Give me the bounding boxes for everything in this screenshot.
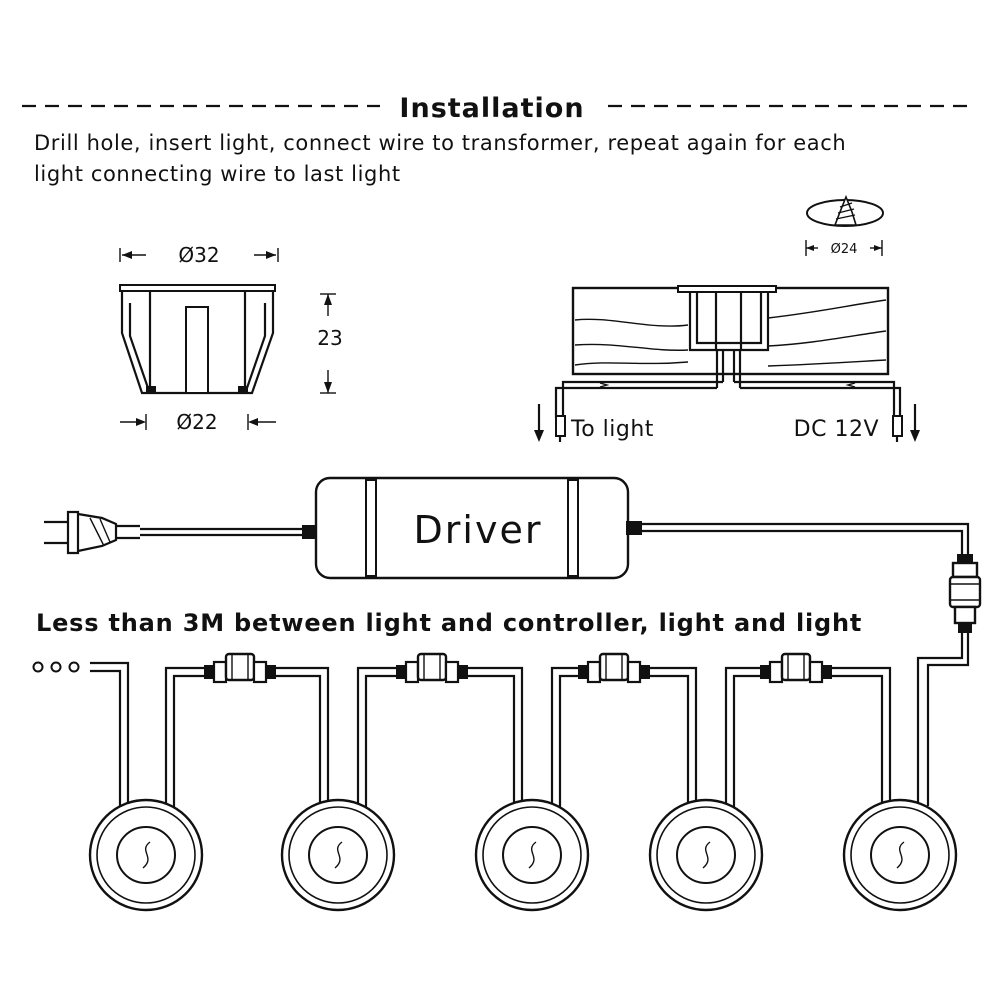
power-plug-icon [44,510,140,555]
light-lens [676,826,736,884]
connector-end [822,665,832,679]
harness-wire [732,674,762,808]
instruction-line-1: Drill hole, insert light, connect wire t… [34,131,846,155]
distance-note: Less than 3M between light and controlle… [36,609,862,637]
continuation-dot [68,661,80,673]
light-glyph-icon [142,841,151,869]
light-lens [308,826,368,884]
harness-wire [830,674,884,808]
waterproof-connector-icon [598,652,630,682]
harness-wire [648,674,690,808]
harness-wire [172,674,206,808]
connector-collar [808,660,824,684]
connector-collar [444,660,460,684]
continuation-dot [50,661,62,673]
light-lens [502,826,562,884]
feed-wire [916,633,964,806]
mounting-surface [571,286,890,376]
harness-wire [724,666,762,808]
light-chain [32,633,970,912]
light-dimension-drawing: Ø32 23 [119,243,343,434]
page-title: Installation [399,93,584,124]
waterproof-connector-icon [416,652,448,682]
top-diameter-label: Ø32 [178,243,219,267]
waterproof-connector-icon [780,652,812,682]
continuation-dot [32,661,44,673]
connector-end [578,665,588,679]
driver-assembly: Driver [44,476,982,633]
harness-wire [466,674,516,808]
height-label: 23 [317,326,342,350]
header: Installation Drill hole, insert light, c… [22,93,975,186]
harness-wire [274,674,322,808]
connector-collar [252,660,268,684]
connector-end [458,665,468,679]
top-diameter-dimension: Ø32 [119,243,279,267]
dc-voltage-label: DC 12V [794,417,879,442]
harness-wire [830,666,892,808]
light-glyph-icon [528,841,537,869]
harness-wire [648,666,698,808]
bottom-diameter-label: Ø22 [176,410,217,434]
connector-end [266,665,276,679]
right-connector-plug [892,415,903,437]
drill-hole-detail: Ø24 [805,194,884,257]
harness-wire [164,666,206,808]
light-body-profile [119,284,276,395]
connector-collar [404,660,420,684]
lead-wire [90,661,130,808]
light-lens [870,826,930,884]
arrow-down-icon [534,430,544,442]
harness-wire [364,674,398,808]
main-waterproof-connector [948,554,982,633]
arrow-down-icon [910,430,920,442]
bottom-diameter-dimension: Ø22 [120,410,276,434]
left-connector-plug [555,415,566,437]
connector-end [640,665,650,679]
driver-label: Driver [414,508,543,552]
connector-collar [212,660,228,684]
hole-diameter-label: Ø24 [831,242,858,257]
connector-collar [768,660,784,684]
feed-wire [926,633,970,806]
connector-end [396,665,406,679]
harness-wire [356,666,398,808]
waterproof-connector-icon [224,652,256,682]
instruction-line-2: light connecting wire to last light [34,162,401,186]
harness-wire [558,674,580,808]
height-dimension: 23 [317,293,343,394]
harness-wire [274,666,330,808]
lead-wire [90,669,122,808]
connector-collar [626,660,642,684]
harness-wire [550,666,580,808]
connector-end [204,665,214,679]
light-glyph-icon [334,841,343,869]
harness-wire [466,666,524,808]
light-lens [116,826,176,884]
light-glyph-icon [896,841,905,869]
connector-end [760,665,770,679]
light-glyph-icon [702,841,711,869]
connector-collar [586,660,602,684]
to-light-label: To light [570,417,654,442]
installed-cross-section: To light DC 12V [534,285,920,442]
